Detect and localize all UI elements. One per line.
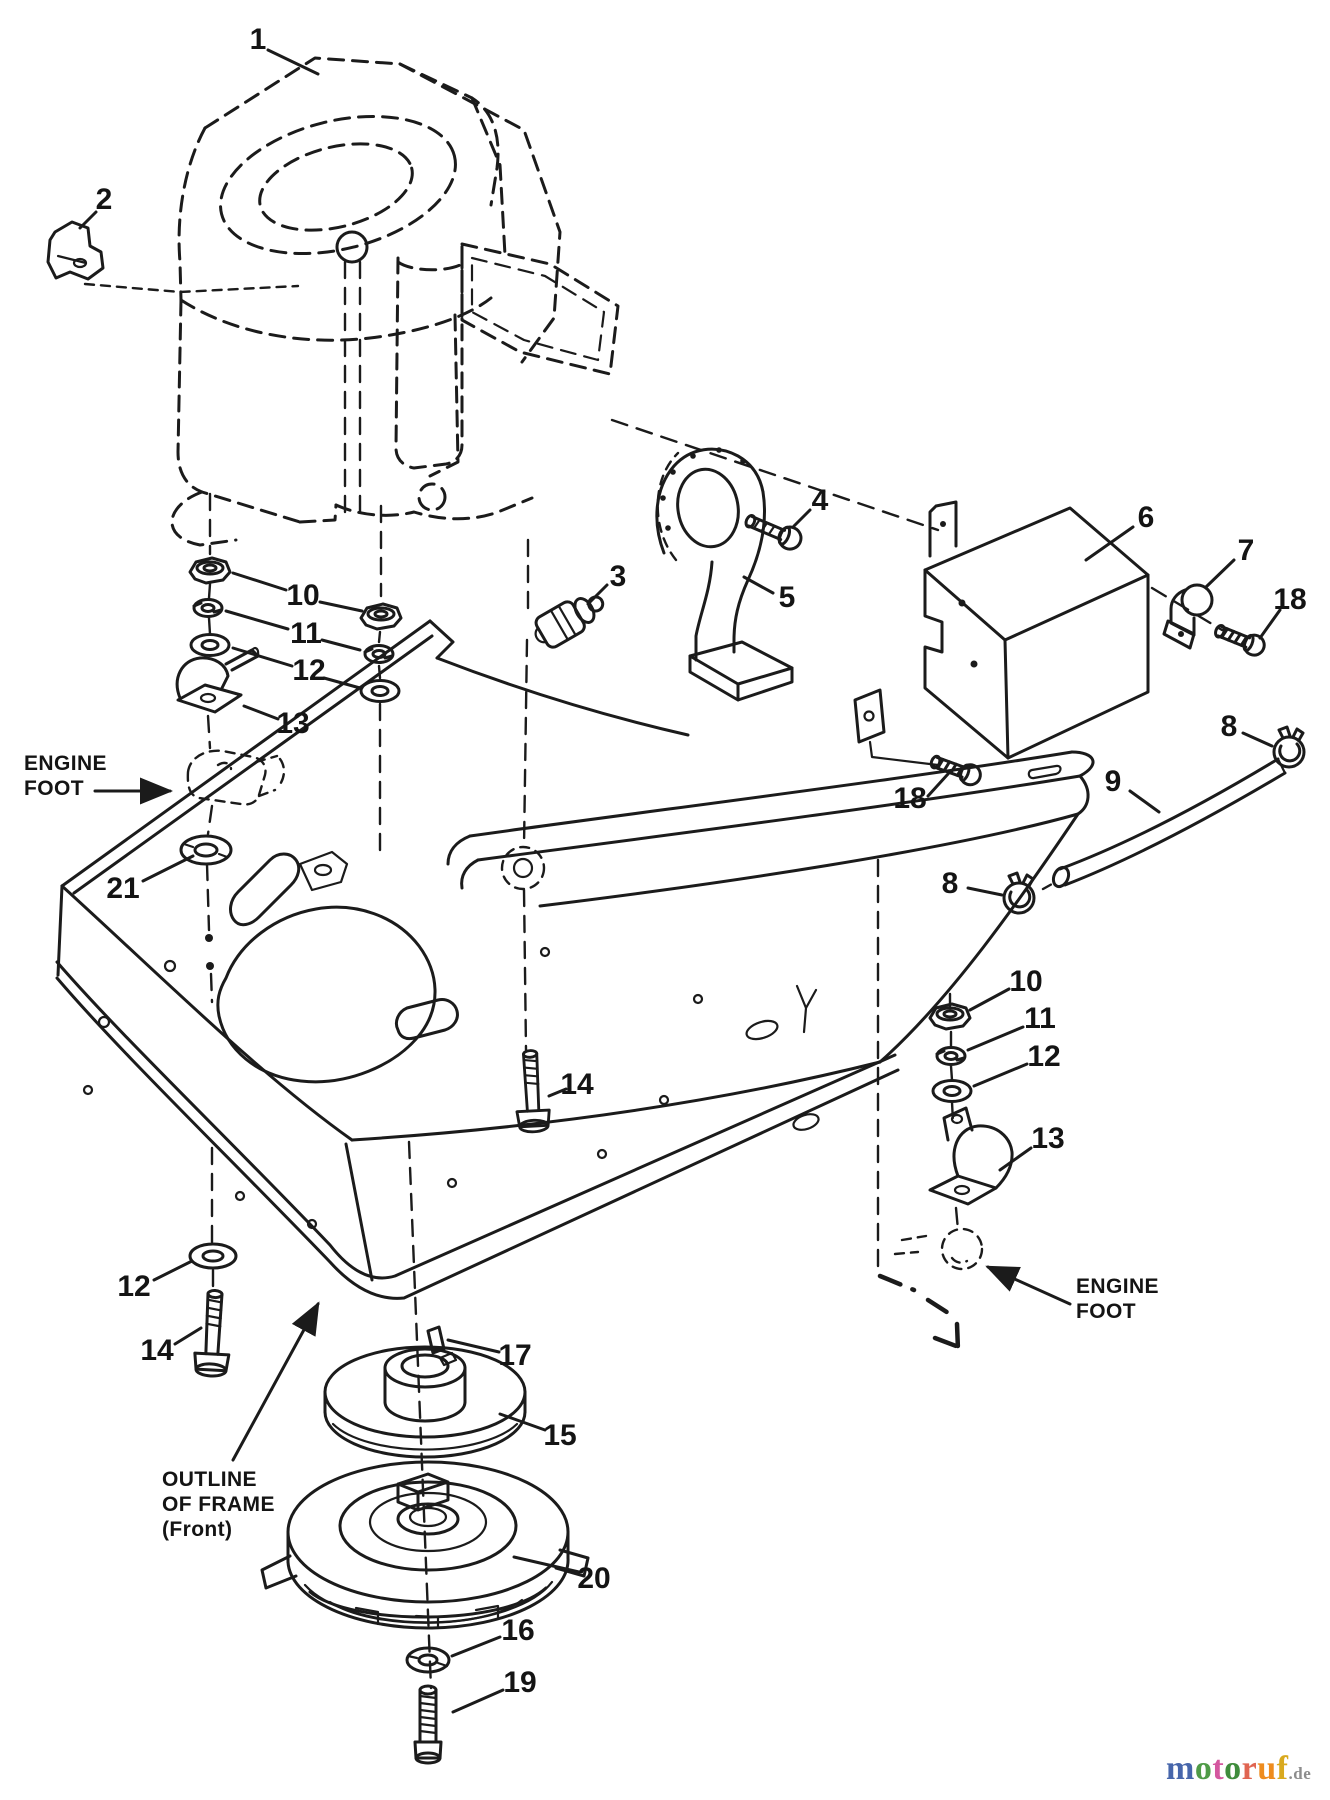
outline-of-frame-line3: (Front) <box>162 1517 233 1541</box>
bolt-14-right <box>515 1049 551 1134</box>
outline-of-frame-line1: OUTLINE <box>162 1468 257 1491</box>
callout-14: 14 <box>140 1334 174 1367</box>
hose-9 <box>1041 757 1287 891</box>
callout-13: 13 <box>1031 1122 1065 1155</box>
callout-13: 13 <box>276 707 310 740</box>
bolt-4 <box>744 514 803 551</box>
frame-plate <box>55 619 1095 1300</box>
clamp-13-right <box>928 1106 1014 1206</box>
watermark-letter: r <box>1241 1750 1258 1787</box>
callout-8: 8 <box>1220 710 1238 743</box>
leader-lines <box>78 48 1282 1714</box>
engine-outline <box>170 56 620 547</box>
engine-foot-left-line2: FOOT <box>24 776 84 800</box>
callout-17: 17 <box>498 1339 532 1372</box>
washer-12-left <box>188 1242 238 1270</box>
callout-4: 4 <box>811 484 829 517</box>
bolt-18-upper <box>1210 618 1269 660</box>
left-mount-stack <box>175 556 286 866</box>
clamp-8-lower <box>1002 871 1036 915</box>
bolt-14-left <box>193 1289 231 1378</box>
callout-19: 19 <box>503 1666 537 1699</box>
bracket-2 <box>46 220 105 281</box>
watermark-letter: o <box>1194 1750 1213 1787</box>
callout-1: 1 <box>249 23 267 56</box>
watermark-letter: f <box>1276 1750 1289 1787</box>
callout-12: 12 <box>292 654 326 687</box>
chute-5 <box>655 447 794 702</box>
clutch-20 <box>260 1460 590 1630</box>
callout-18: 18 <box>1273 583 1307 616</box>
right-mount-stack <box>877 1002 1014 1353</box>
box-6 <box>853 500 1150 767</box>
washer-21 <box>179 834 233 866</box>
callout-5: 5 <box>778 581 796 614</box>
engine-foot-right-outline <box>877 1227 984 1353</box>
clamp-13-left <box>175 646 260 714</box>
callout-6: 6 <box>1137 501 1155 534</box>
pulley-15 <box>323 1345 527 1459</box>
callout-18: 18 <box>893 782 927 815</box>
callout-11: 11 <box>1024 1002 1056 1035</box>
callout-10: 10 <box>1009 965 1043 998</box>
callout-20: 20 <box>577 1562 611 1595</box>
clamp-7 <box>1162 583 1214 650</box>
bolt-19 <box>413 1684 443 1765</box>
callout-21: 21 <box>106 872 140 905</box>
watermark-letter: o <box>1224 1750 1242 1787</box>
callout-2: 2 <box>95 183 113 216</box>
callout-7: 7 <box>1237 534 1255 567</box>
outline-of-frame-line2: OF FRAME <box>162 1492 275 1516</box>
middle-mount-stack <box>359 602 403 703</box>
callout-8: 8 <box>941 867 959 900</box>
callout-9: 9 <box>1104 765 1122 798</box>
callout-12: 12 <box>117 1270 151 1303</box>
callout-15: 15 <box>543 1419 577 1452</box>
watermark-letter: u <box>1257 1750 1277 1787</box>
engine-foot-left-line1: ENGINE <box>24 752 107 775</box>
engine-foot-right-line1: ENGINE <box>1076 1275 1159 1298</box>
outline-of-frame-label: OUTLINE OF FRAME (Front) <box>162 1468 275 1543</box>
watermark-suffix: .de <box>1288 1764 1312 1783</box>
annotation-arrows <box>93 777 1072 1462</box>
watermark-letter: m <box>1166 1750 1195 1787</box>
washer-16 <box>405 1646 451 1674</box>
fitting-3 <box>534 595 605 649</box>
engine-foot-right-line2: FOOT <box>1076 1299 1136 1323</box>
callout-10: 10 <box>286 579 320 612</box>
engine-foot-left-outline <box>186 749 286 806</box>
callout-16: 16 <box>501 1614 535 1647</box>
engine-foot-label-left: ENGINE FOOT <box>24 752 107 802</box>
engine-foot-label-right: ENGINE FOOT <box>1076 1275 1159 1325</box>
watermark-word: motoruf <box>1166 1750 1289 1787</box>
callout-14: 14 <box>560 1068 594 1101</box>
watermark-logo: motoruf.de <box>1166 1750 1311 1788</box>
clamp-8-upper <box>1272 725 1306 769</box>
callout-3: 3 <box>609 560 627 593</box>
watermark-letter: t <box>1212 1750 1225 1787</box>
callout-12: 12 <box>1027 1040 1061 1073</box>
callout-11: 11 <box>290 617 322 650</box>
